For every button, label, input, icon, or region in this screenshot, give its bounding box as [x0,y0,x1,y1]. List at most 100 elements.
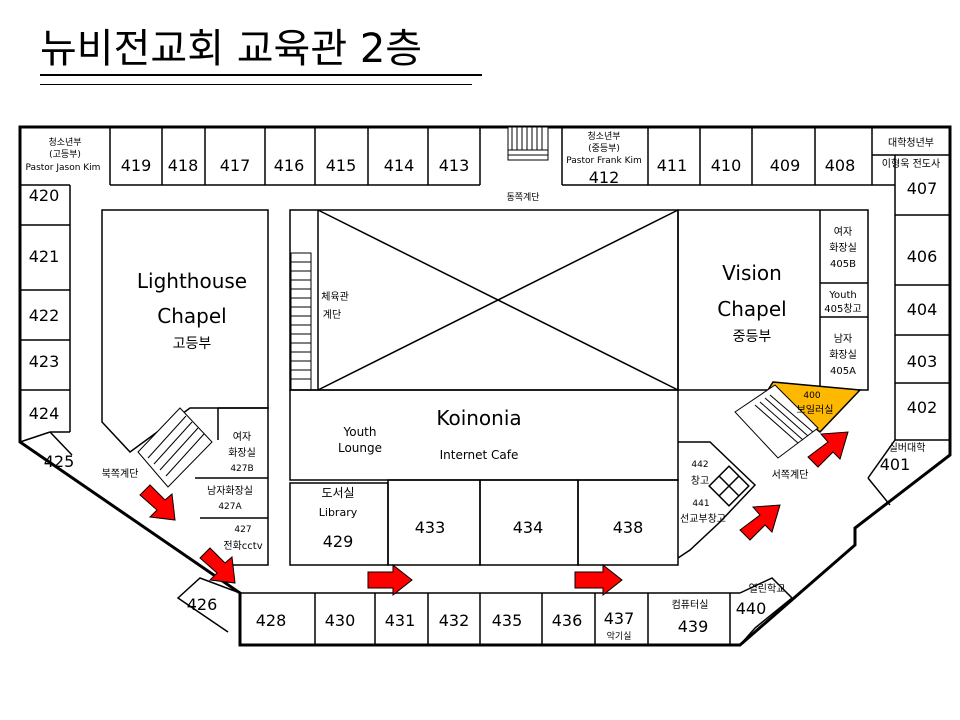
room-421: 421 [29,247,60,266]
label-college-2: 이형욱 전도사 [882,158,940,170]
bottom-row-walls [176,577,794,646]
room-425: 425 [44,452,75,471]
room-437: 437 [604,609,635,628]
room-427-label: 전화cctv [223,540,262,552]
north-stairs [137,407,213,488]
boiler-room [767,381,862,434]
room-434: 434 [513,518,544,537]
room-437-sub: 악기실 [607,630,632,642]
label-youth-high-1: 청소년부 [48,137,81,148]
room-414: 414 [384,156,415,175]
restroom-f-left-3: 427B [230,464,253,474]
library-en: Library [319,506,358,519]
room-430: 430 [325,611,356,630]
open-school-label: 열린학교 [749,583,786,595]
left-service-rooms [195,407,269,566]
gym-stairs-label-1: 체육관 [321,291,349,303]
label-youth-high-2: (고등부) [49,149,81,160]
gym-stairs [290,252,312,391]
label-north-stairs: 북쪽계단 [102,468,139,480]
room-442-label: 창고 [691,475,709,487]
label-west-stairs: 서쪽계단 [772,469,809,481]
label-youth-mid-1: 청소년부 [587,131,620,142]
room-442-num: 442 [691,460,708,470]
title-underline [40,74,482,76]
koinonia-title: Koinonia [436,406,521,430]
lighthouse-title-2: Chapel [157,304,226,328]
lighthouse-sub: 고등부 [173,336,212,352]
room-441-num: 441 [692,499,709,509]
room-412: 412 [589,168,620,187]
room-431: 431 [385,611,416,630]
room-440: 440 [736,599,767,618]
room-435: 435 [492,611,523,630]
arrow-icon [139,484,176,521]
room-400-label: 보일러실 [797,404,834,416]
room-423: 423 [29,352,60,371]
room-427-num: 427 [234,525,251,535]
arrow-icon [807,431,849,468]
arrow-icon [367,563,413,597]
room-441-label: 선교부창고 [680,513,726,525]
arrow-icon [574,563,623,597]
youth-right-1: Youth [828,290,857,301]
youth-lounge-2: Lounge [338,441,382,455]
room-413: 413 [439,156,470,175]
vision-sub: 중등부 [733,329,772,345]
room-408: 408 [825,156,856,175]
room-409: 409 [770,156,801,175]
room-432: 432 [439,611,470,630]
room-428: 428 [256,611,287,630]
top-row-walls [109,127,950,215]
room-418: 418 [168,156,199,175]
label-college-1: 대학청년부 [888,137,934,149]
room-401: 401 [880,455,911,474]
vision-title-2: Chapel [717,297,786,321]
lighthouse-title-1: Lighthouse [137,269,247,293]
title-underline-thin [40,84,472,85]
restroom-f-right-1: 여자 [834,226,852,238]
library-kr: 도서실 [321,486,354,500]
storage-rooms [677,441,757,559]
restroom-f-right-2: 화장실 [829,242,857,254]
youth-lounge-1: Youth [343,425,377,439]
restroom-m-left-1: 남자화장실 [207,485,253,497]
room-402: 402 [907,398,938,417]
arrow-icon [739,504,781,541]
arrow-icon [199,547,236,584]
room-439: 439 [678,617,709,636]
inner-rooms [289,479,679,566]
restroom-m-right-3: 405A [830,366,856,377]
lighthouse-chapel-room [101,209,269,453]
room-411: 411 [657,156,688,175]
room-403: 403 [907,352,938,371]
room-400-num: 400 [803,391,820,401]
room-406: 406 [907,247,938,266]
computer-room-label: 컴퓨터실 [672,599,709,611]
room-410: 410 [711,156,742,175]
room-415: 415 [326,156,357,175]
label-youth-mid-2: (중등부) [588,143,620,154]
exit-arrows [139,431,849,597]
restroom-m-right-2: 화장실 [829,349,857,361]
west-stairs [734,384,819,459]
senior-college-label: 실버대학 [889,442,926,454]
restroom-m-right-1: 남자 [834,333,852,345]
left-column-walls [19,184,73,456]
room-420: 420 [29,186,60,205]
page-title: 뉴비전교회 교육관 2층 [40,26,423,72]
restroom-f-left-1: 여자 [233,431,251,443]
room-436: 436 [552,611,583,630]
right-column-walls [867,214,950,506]
restroom-m-left-2: 427A [218,502,242,512]
room-404: 404 [907,300,938,319]
label-youth-high-3: Pastor Jason Kim [26,163,101,173]
room-417: 417 [220,156,251,175]
restroom-f-left-2: 화장실 [228,447,256,459]
east-stairs [507,126,549,161]
label-youth-mid-3: Pastor Frank Kim [566,156,642,166]
room-419: 419 [121,156,152,175]
room-416: 416 [274,156,305,175]
label-east-stairs: 동쪽계단 [506,191,539,203]
